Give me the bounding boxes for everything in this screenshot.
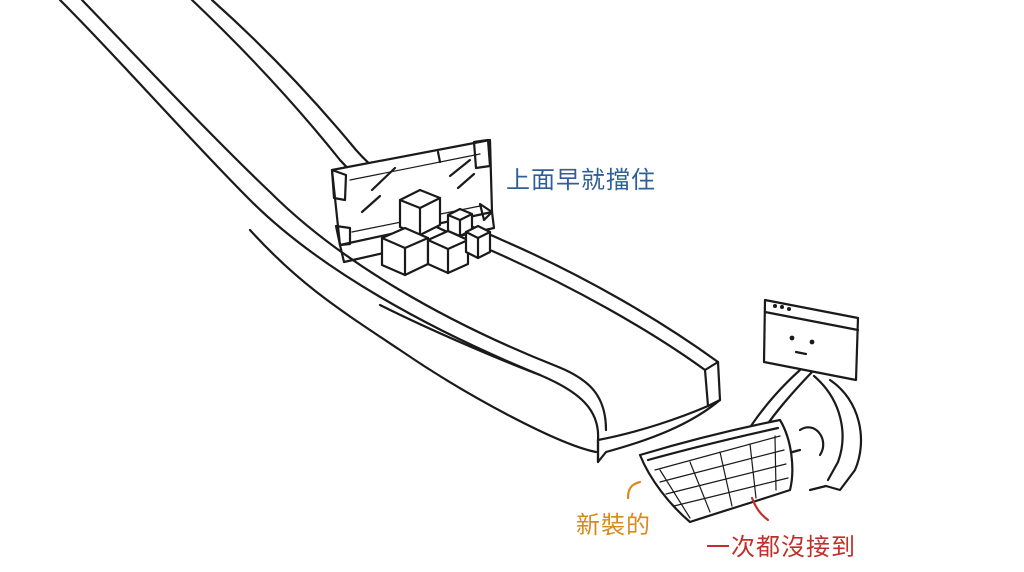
basket-icon: [638, 418, 794, 524]
pointer-new-stroke: [626, 480, 642, 500]
stacked-blocks-icon: [380, 188, 492, 277]
label-never-caught: 一次都沒接到: [706, 533, 856, 561]
label-blocked-above: 上面早就擋住: [506, 166, 656, 194]
pointer-none-stroke: [750, 496, 770, 522]
label-newly-loaded: 新裝的: [576, 511, 651, 539]
